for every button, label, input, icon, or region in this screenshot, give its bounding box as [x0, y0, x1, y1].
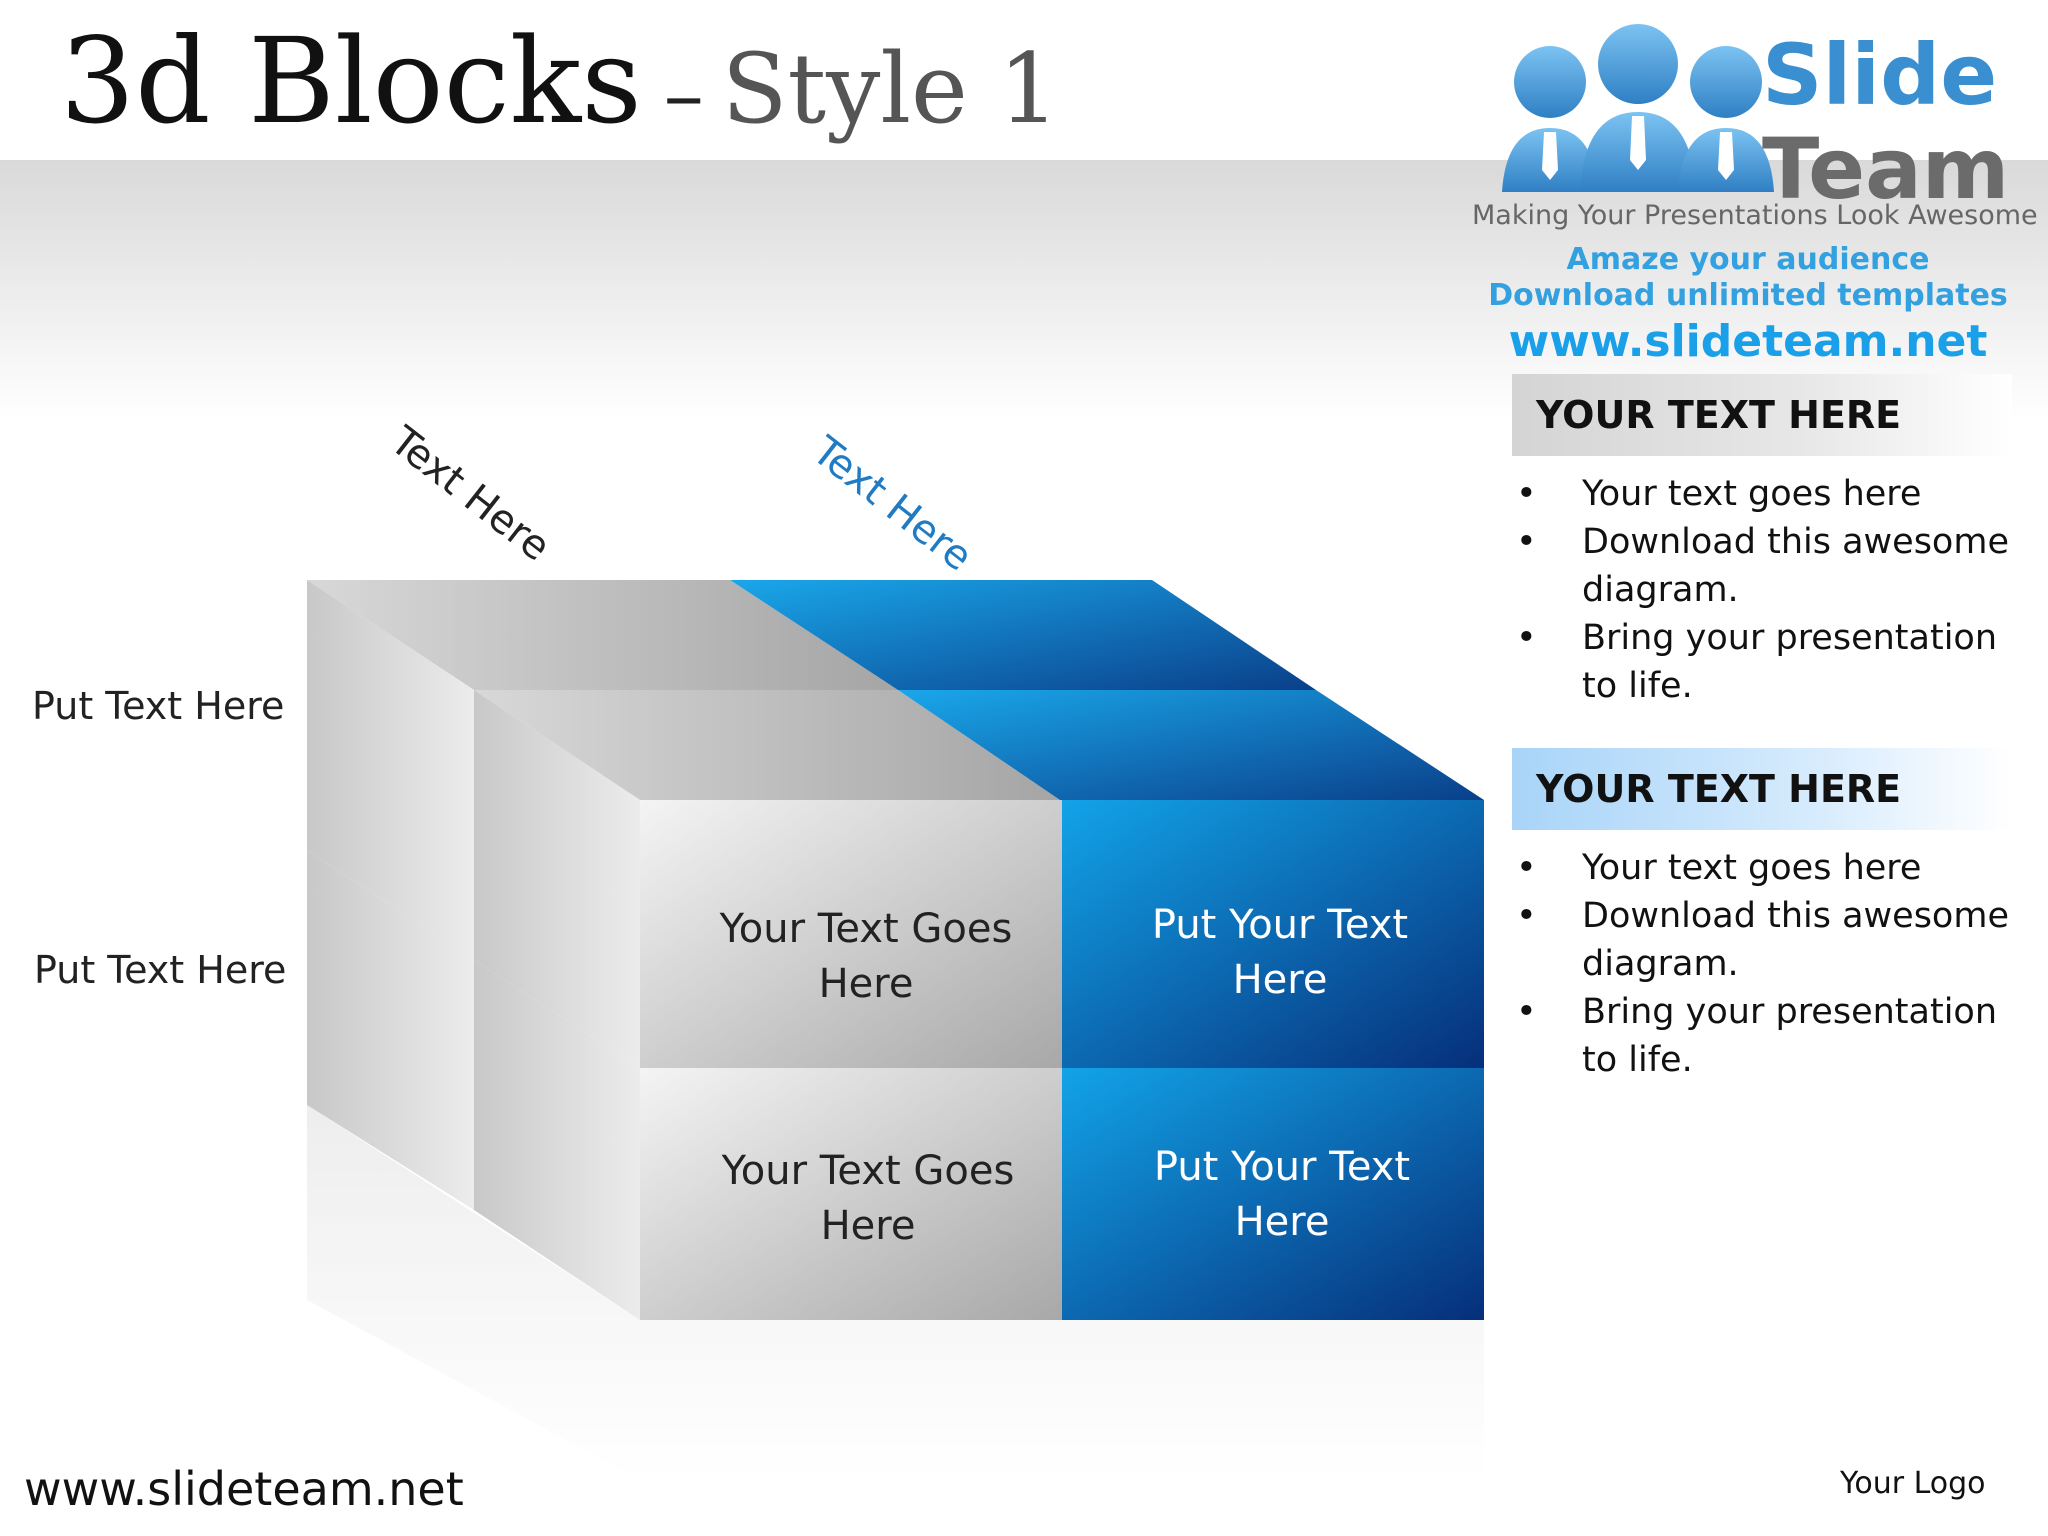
- panel-2-heading: YOUR TEXT HERE: [1512, 748, 2012, 830]
- promo-line-2: Download unlimited templates: [1488, 278, 2008, 313]
- slideteam-logo: Slide Team Making Your Presentations Loo…: [1468, 20, 2038, 370]
- top-back-blue: [730, 580, 1316, 690]
- bullet-item: •Bring your presentation to life.: [1516, 618, 1998, 706]
- panel-1-bullets: •Your text goes here •Download this awes…: [1512, 470, 2012, 710]
- top-front-gray: [474, 690, 1060, 800]
- bullet-item: •Bring your presentation to life.: [1516, 992, 1998, 1080]
- front-top-right: [1062, 800, 1484, 1068]
- front-top-left: [640, 800, 1062, 1068]
- bullet-item: •Your text goes here: [1516, 474, 1922, 514]
- side-back-upper: [307, 580, 474, 960]
- face-text-top-right: Put Your Text Here: [1151, 902, 1409, 1003]
- promo-url: www.slideteam.net: [1508, 316, 1988, 367]
- reflection: [307, 1105, 1484, 1480]
- side-back-lower: [307, 850, 474, 1210]
- text-panel-2: YOUR TEXT HERE •Your text goes here •Dow…: [1512, 748, 2012, 1084]
- footer-logo-text: Your Logo: [1840, 1466, 1986, 1501]
- brand-tagline: Making Your Presentations Look Awesome: [1472, 200, 2038, 231]
- side-front-upper: [474, 690, 640, 1068]
- front-bottom-right: [1062, 1068, 1484, 1320]
- slide-title: 3d Blocks–Style 1: [60, 22, 1059, 140]
- bullet-item: •Download this awesome diagram.: [1516, 522, 2009, 610]
- face-text-bottom-left: Your Text Goes Here: [721, 1148, 1015, 1249]
- bullet-item: •Download this awesome diagram.: [1516, 896, 2009, 984]
- promo-line-1: Amaze your audience: [1566, 242, 1930, 277]
- top-front-blue: [898, 690, 1484, 800]
- panel-1-heading: YOUR TEXT HERE: [1512, 374, 2012, 456]
- top-back-gray: [307, 580, 898, 690]
- face-text-bottom-right: Put Your Text Here: [1153, 1144, 1411, 1245]
- front-bottom-left: [640, 1068, 1062, 1320]
- text-panel-1: YOUR TEXT HERE •Your text goes here •Dow…: [1512, 374, 2012, 710]
- footer-url: www.slideteam.net: [24, 1462, 464, 1516]
- brand-name-team: Team: [1762, 120, 2010, 218]
- title-dash: –: [663, 48, 704, 141]
- title-main: 3d Blocks: [60, 12, 642, 150]
- side-front-lower: [474, 960, 640, 1320]
- title-sub: Style 1: [721, 33, 1060, 145]
- row-label-bottom: Put Text Here: [34, 948, 287, 992]
- panel-2-bullets: •Your text goes here •Download this awes…: [1512, 844, 2012, 1084]
- row-label-top: Put Text Here: [32, 684, 285, 728]
- bullet-item: •Your text goes here: [1516, 848, 1922, 888]
- face-text-top-left: Your Text Goes Here: [719, 906, 1013, 1007]
- people-logo-icon: [1502, 24, 1774, 192]
- brand-name-slide: Slide: [1762, 26, 1998, 124]
